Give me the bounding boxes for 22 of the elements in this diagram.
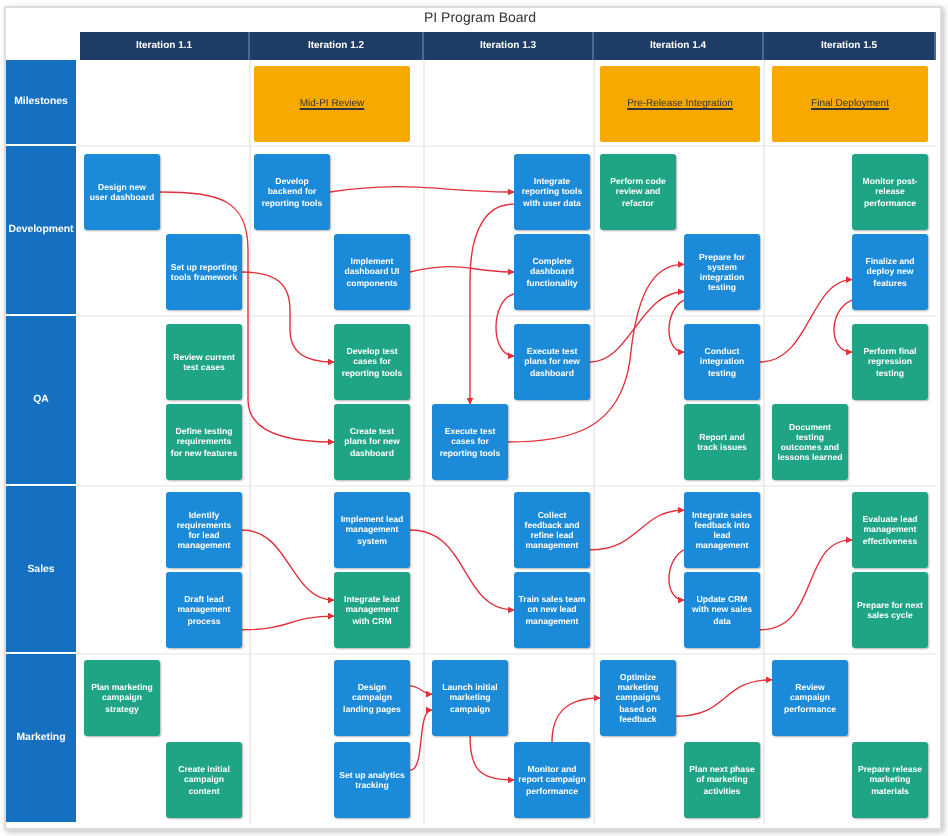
arrow (409, 265, 515, 276)
arrow (241, 612, 335, 631)
arrow (241, 271, 335, 366)
arrow (759, 277, 853, 363)
arrow (466, 203, 515, 405)
arrow (329, 185, 515, 196)
arrow (469, 735, 515, 784)
arrow (409, 529, 515, 613)
arrow (241, 529, 335, 603)
arrow (159, 191, 335, 446)
arrow (409, 685, 433, 698)
arrow (507, 261, 685, 443)
arrow (551, 694, 601, 743)
arrow (675, 676, 773, 717)
arrow (589, 289, 685, 363)
arrow (759, 537, 853, 631)
arrow (589, 507, 685, 551)
arrow (668, 299, 685, 355)
arrow (409, 708, 433, 771)
arrow (833, 299, 853, 355)
arrow (668, 549, 685, 603)
arrow (495, 293, 515, 359)
